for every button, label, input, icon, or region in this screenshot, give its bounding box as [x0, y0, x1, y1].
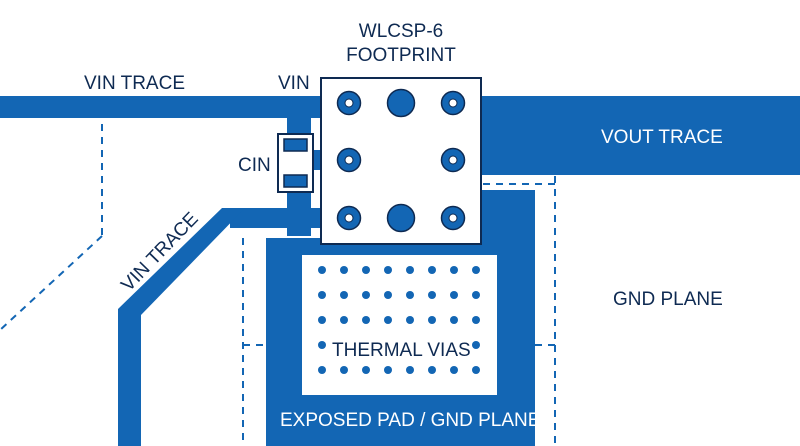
vin-trace-top-label: VIN TRACE — [84, 73, 185, 94]
thermal-via — [340, 266, 348, 274]
pad-bottom-center — [386, 203, 416, 233]
thermal-via — [406, 316, 414, 324]
footprint-label-line1: WLCSP-6 — [359, 21, 443, 42]
thermal-via — [450, 316, 458, 324]
thermal-via — [384, 366, 392, 374]
thermal-via — [384, 266, 392, 274]
footprint-label-line2: FOOTPRINT — [346, 45, 456, 66]
thermal-via — [406, 266, 414, 274]
thermal-via — [362, 291, 370, 299]
thermal-via — [318, 266, 326, 274]
thermal-via — [340, 291, 348, 299]
thermal-via — [428, 366, 436, 374]
footprint-pads — [336, 88, 466, 233]
vin-trace-diagonal — [118, 208, 245, 446]
thermal-via — [362, 366, 370, 374]
cin-pad-bottom — [283, 174, 308, 188]
thermal-vias-label-backdrop — [328, 334, 466, 362]
thermal-via — [318, 316, 326, 324]
thermal-via — [428, 291, 436, 299]
pad-mid-left — [336, 147, 362, 173]
thermal-via — [340, 366, 348, 374]
vin-pin-label: VIN — [278, 73, 310, 94]
cin-capacitor — [277, 133, 314, 193]
thermal-via — [406, 291, 414, 299]
vin-trace-top — [0, 96, 325, 118]
thermal-via — [472, 366, 480, 374]
pin-left-bottom-stub — [230, 208, 349, 228]
pad-top-left — [336, 90, 362, 116]
thermal-via — [340, 316, 348, 324]
thermal-via — [318, 366, 326, 374]
thermal-via — [472, 266, 480, 274]
vout-trace-label: VOUT TRACE — [601, 127, 723, 148]
thermal-via — [384, 316, 392, 324]
diagram-labels: WLCSP-6 FOOTPRINT VIN TRACE VIN VOUT TRA… — [84, 21, 723, 431]
cin-label: CIN — [238, 155, 271, 176]
thermal-via — [450, 266, 458, 274]
gnd-plane-label: GND PLANE — [613, 289, 723, 310]
thermal-via — [450, 366, 458, 374]
thermal-via — [318, 291, 326, 299]
thermal-via — [318, 341, 326, 349]
thermal-via — [472, 291, 480, 299]
thermal-via — [362, 316, 370, 324]
pad-top-right — [440, 90, 466, 116]
exposed-pad-label: EXPOSED PAD / GND PLANE — [280, 410, 540, 431]
thermal-via — [406, 366, 414, 374]
pad-bottom-left — [336, 205, 362, 231]
thermal-via — [362, 266, 370, 274]
pad-bottom-right — [440, 205, 466, 231]
thermal-via — [450, 291, 458, 299]
gnd-boundary-left-diagonal — [0, 235, 103, 331]
wlcsp-footprint — [320, 77, 482, 245]
thermal-via — [472, 341, 480, 349]
thermal-via — [428, 266, 436, 274]
thermal-via-grid — [318, 266, 480, 374]
exposed-pad-gnd-plane — [266, 190, 535, 446]
pad-mid-right — [440, 147, 466, 173]
thermal-vias-label: THERMAL VIAS — [332, 340, 471, 361]
gnd-plane-boundary-lines — [0, 124, 556, 446]
thermal-via — [384, 291, 392, 299]
pad-top-center — [386, 88, 416, 118]
vout-trace — [475, 96, 800, 175]
thermal-via — [472, 316, 480, 324]
cin-pad-top — [283, 138, 308, 152]
thermal-via — [428, 316, 436, 324]
